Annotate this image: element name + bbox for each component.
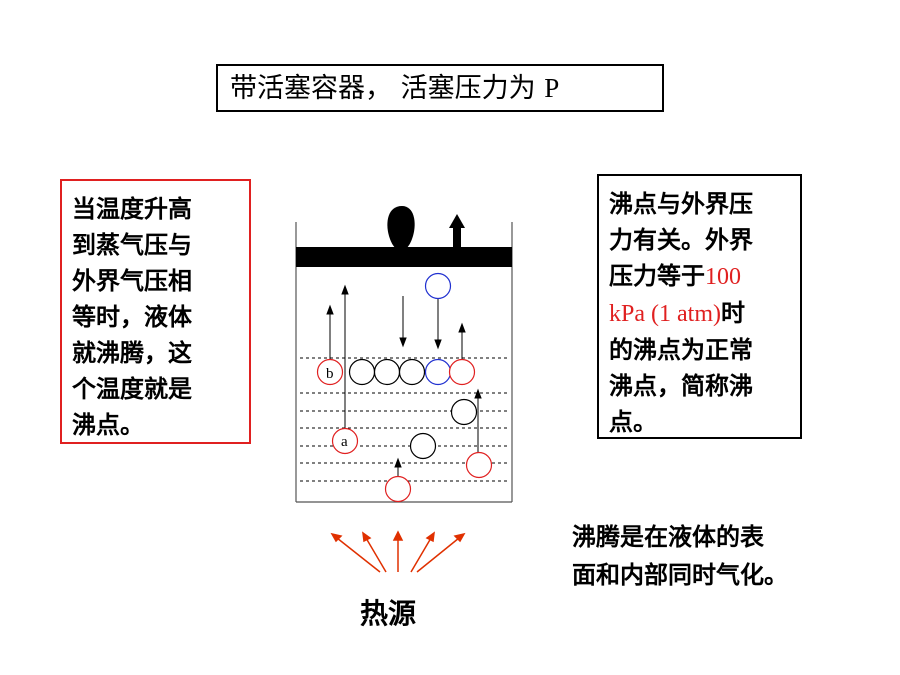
right-box-line: 点。 [609, 408, 657, 436]
heat-arrows [330, 530, 466, 573]
right-box-line: 沸点，简称沸 [609, 372, 753, 400]
left-box-line: 外界气压相 [72, 267, 192, 295]
right-box-line: 压力等于100 [609, 258, 794, 295]
title-text: 带活塞容器， 活塞压力为 [230, 73, 536, 104]
bubble-b-label: b [326, 366, 334, 382]
right-box-line: 力有关。外界 [609, 226, 753, 254]
right-box-text: 压力等于 [609, 262, 705, 290]
left-box-line: 个温度就是 [72, 375, 192, 403]
bubble-a [331, 427, 359, 455]
left-box-line: 就沸腾，这 [72, 339, 192, 367]
molecule-arrows [326, 284, 482, 476]
inner-bubble [450, 398, 478, 426]
left-box-line: 到蒸气压与 [72, 231, 192, 259]
surface-bubble-red [448, 358, 476, 386]
left-box-line: 等时，液体 [72, 303, 192, 331]
boiling-note-line: 面和内部同时气化。 [572, 561, 788, 589]
right-box-line: 沸点与外界压 [609, 190, 753, 218]
surface-bubble [348, 358, 376, 386]
boiling-definition-box: 当温度升高 到蒸气压与 外界气压相 等时，液体 就沸腾，这 个温度就是 沸点。 [60, 179, 251, 444]
surface-bubble-blue [424, 358, 452, 386]
boiling-note-line: 沸腾是在液体的表 [572, 523, 764, 551]
piston-rise-arrow-shaft [453, 227, 461, 248]
title-pressure-symbol: P [544, 73, 560, 103]
right-box-line: kPa (1 atm)时 [609, 295, 794, 332]
surface-bubble [373, 358, 401, 386]
pressure-unit: kPa (1 atm) [609, 301, 721, 327]
bubble-b [316, 358, 344, 386]
left-box-line: 当温度升高 [72, 195, 192, 223]
inner-bubble-red [465, 451, 493, 479]
weight-icon [387, 206, 415, 251]
vapor-molecule-blue [424, 272, 452, 300]
boiling-point-pressure-box: 沸点与外界压 力有关。外界 压力等于100 kPa (1 atm)时 的沸点为正… [597, 174, 802, 439]
right-box-text: 时 [720, 299, 745, 327]
pressure-value: 100 [705, 264, 741, 290]
bubble-a-label: a [341, 434, 348, 450]
left-box-line: 沸点。 [72, 411, 144, 439]
piston-rise-arrow-icon [449, 214, 465, 228]
piston [296, 247, 512, 267]
right-box-line: 的沸点为正常 [609, 336, 753, 364]
title-box: 带活塞容器， 活塞压力为 P [216, 64, 664, 112]
boiling-note: 沸腾是在液体的表 面和内部同时气化。 [572, 518, 832, 594]
inner-bubble [409, 432, 437, 460]
bottom-bubble-red [384, 475, 412, 503]
heat-source-label: 热源 [360, 597, 417, 630]
surface-bubble [398, 358, 426, 386]
